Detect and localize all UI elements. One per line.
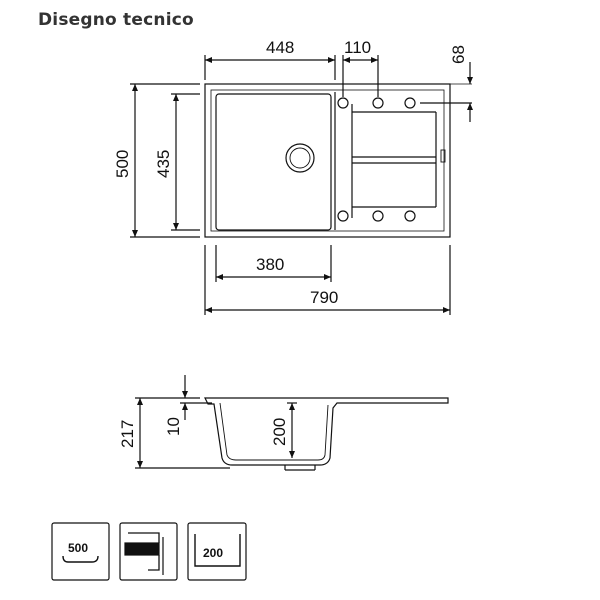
dim-217: 217	[118, 420, 137, 448]
sink-outline	[204, 83, 451, 238]
top-view	[130, 55, 472, 315]
sink-inner-outline	[210, 89, 445, 232]
dim-448: 448	[266, 38, 294, 57]
icon-label-200: 200	[203, 546, 223, 560]
bowl-depth-200-icon	[187, 522, 247, 581]
dim-110: 110	[344, 38, 371, 57]
dim-790: 790	[310, 288, 338, 307]
icon-label-500: 500	[68, 541, 88, 555]
drain-icon	[285, 143, 315, 173]
bowl-outline	[215, 93, 332, 231]
dim-380: 380	[256, 255, 284, 274]
section-profile	[204, 397, 449, 466]
cabinet-500-icon	[51, 522, 110, 581]
dim-200: 200	[270, 418, 289, 446]
dim-435: 435	[154, 150, 173, 178]
inset-mount-icon	[119, 522, 178, 581]
dim-500: 500	[113, 150, 132, 178]
tap-holes	[337, 97, 416, 222]
dim-68: 68	[449, 45, 468, 64]
page-title: Disegno tecnico	[38, 10, 194, 30]
dim-10: 10	[164, 417, 183, 436]
